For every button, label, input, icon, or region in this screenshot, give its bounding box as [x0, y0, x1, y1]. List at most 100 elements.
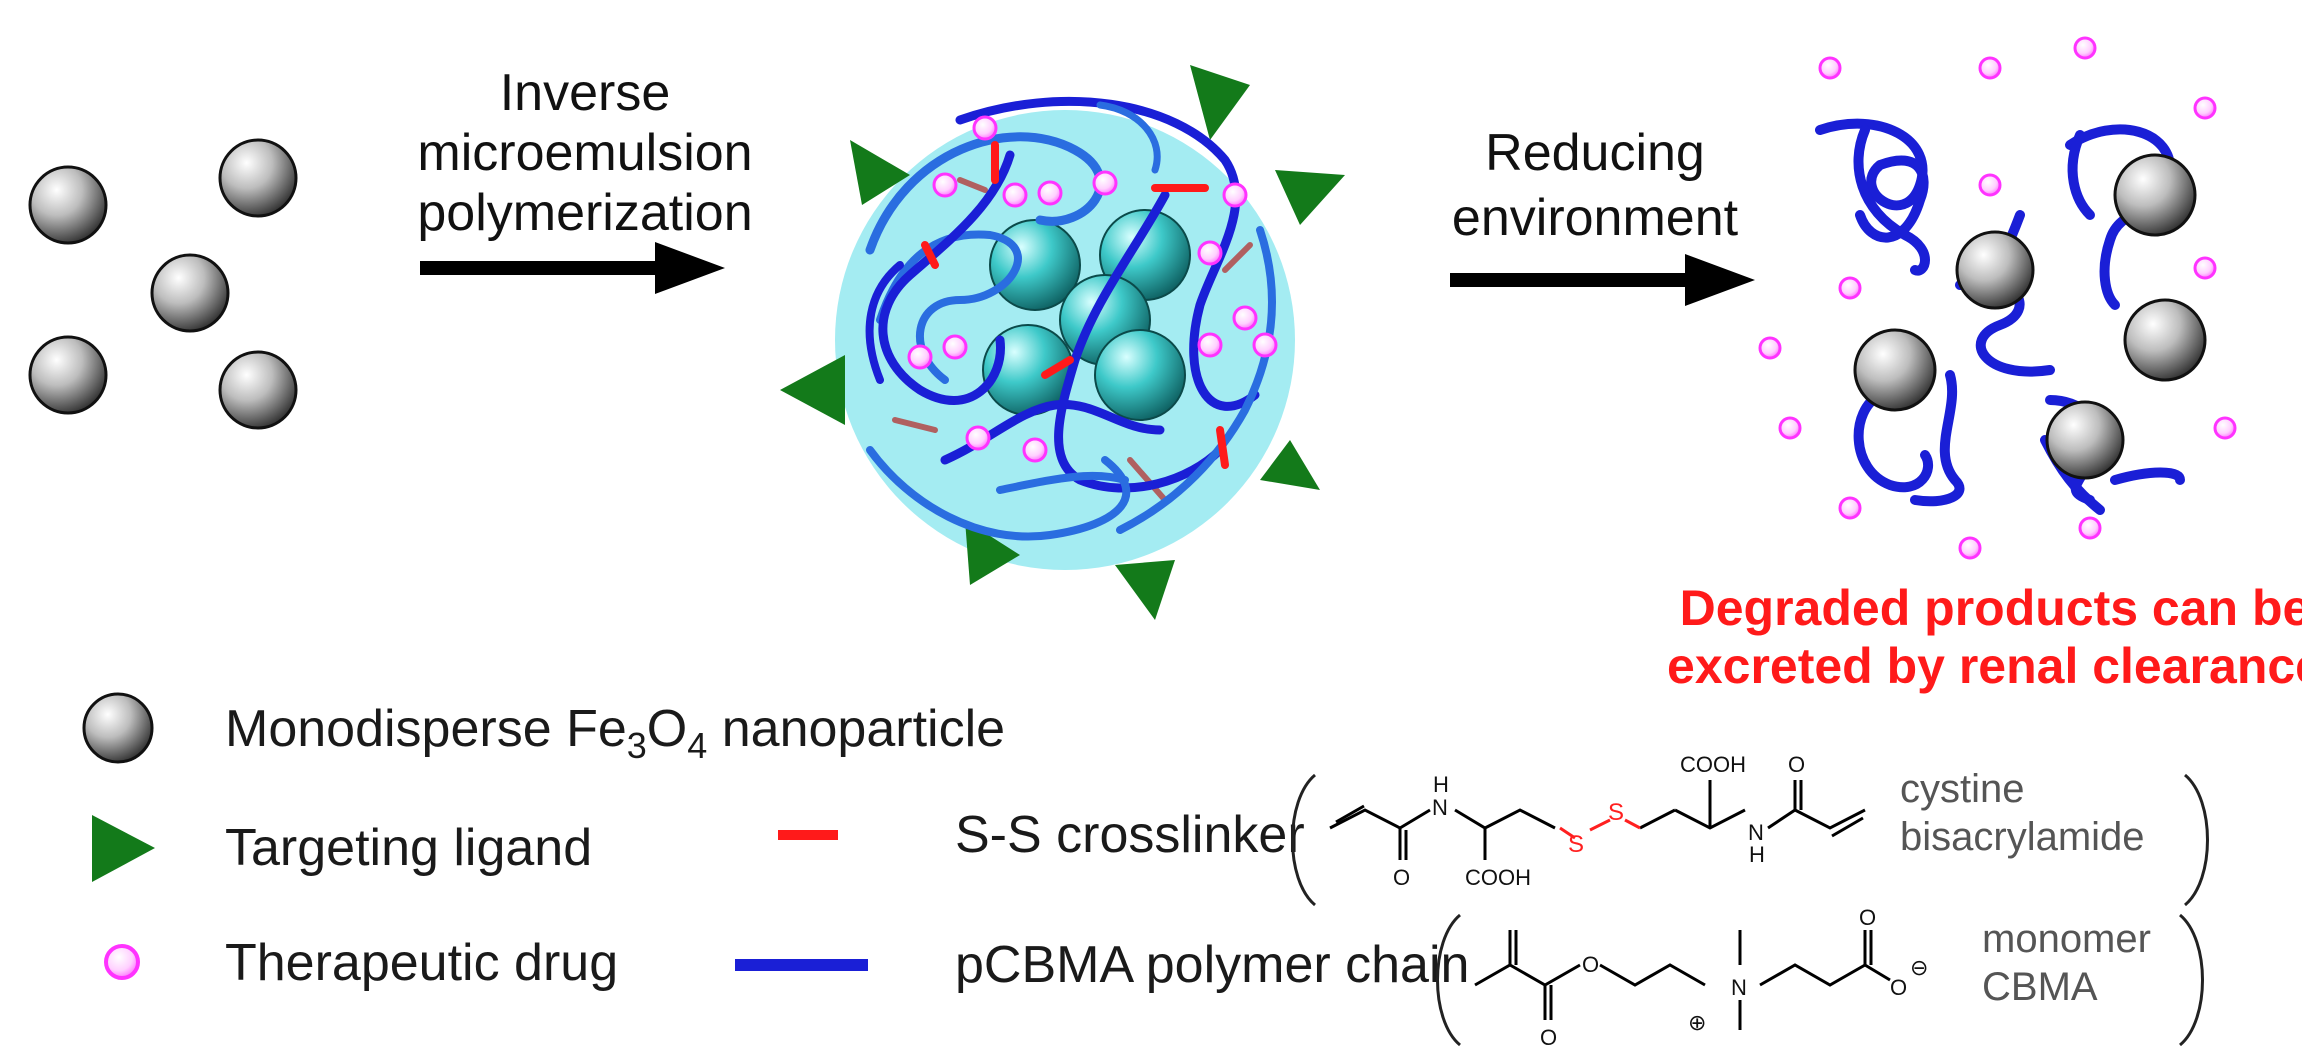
step2-line2: environment: [1452, 189, 1739, 247]
drug-icon: [1197, 240, 1223, 266]
drug-icon: [942, 334, 968, 360]
cystine-name-line2: bisacrylamide: [1900, 815, 2145, 859]
nanoparticle-icon: [1955, 230, 2035, 310]
right-parenthesis: [2179, 913, 2204, 1047]
legend-drug: Therapeutic drug: [225, 934, 618, 992]
encapsulated-drugs: [907, 115, 1278, 463]
process-step-1: Inverse microemulsion polymerization: [417, 64, 753, 294]
drug-icon: [1838, 276, 1862, 300]
cbma-o-carbonyl-right: O: [1859, 905, 1876, 930]
cbma-name-line2: CBMA: [1982, 965, 2098, 1009]
drug-icon: [1838, 496, 1862, 520]
drug-icon: [1037, 180, 1063, 206]
nanoparticle-icon: [218, 138, 298, 218]
cbma-o-minus: O: [1890, 975, 1907, 1000]
nanoparticle-icon: [2123, 298, 2207, 382]
drug-icon: [932, 172, 958, 198]
cystine-o-left: O: [1393, 865, 1410, 890]
cbma-o-ester: O: [1582, 952, 1599, 977]
nanoparticle-icon: [150, 253, 230, 333]
legend-nanoparticle: Monodisperse Fe3O4 nanoparticle: [225, 700, 1005, 766]
nanoparticle-icon: [2113, 153, 2197, 237]
drug-icon: [907, 344, 933, 370]
cystine-h-top: H: [1433, 772, 1449, 797]
ligand-icon: [1260, 440, 1320, 490]
ligand-icon: [92, 815, 155, 882]
arrow-1-head: [655, 242, 725, 294]
drug-icon: [1197, 332, 1223, 358]
cbma-o-carbonyl-left: O: [1540, 1025, 1557, 1050]
nanoparticle-icon: [218, 350, 298, 430]
cystine-bisacrylamide-structure: O N H COOH S S COOH O N H cystine bisacr…: [1291, 752, 2209, 907]
drug-icon: [1222, 182, 1248, 208]
left-parenthesis: [1436, 913, 1461, 1047]
drug-icon: [1758, 336, 1782, 360]
drug-icon: [1232, 305, 1258, 331]
step1-line2: microemulsion: [417, 124, 752, 182]
drug-icon: [1002, 182, 1028, 208]
step2-line1: Reducing: [1485, 124, 1705, 182]
ligands: [780, 65, 1345, 620]
drug-icon: [1778, 416, 1802, 440]
legend: Monodisperse Fe3O4 nanoparticle Targetin…: [82, 692, 1469, 994]
outcome-line2: excreted by renal clearance: [1667, 638, 2302, 694]
step1-line1: Inverse: [500, 64, 671, 122]
drug-icon: [2073, 36, 2097, 60]
cbma-structure: O O N ⊕ O O ⊖ monomer CBMA: [1436, 905, 2204, 1050]
ligand-icon: [1115, 560, 1175, 620]
step1-line3: polymerization: [417, 184, 752, 242]
ligand-icon: [965, 520, 1020, 585]
free-nanoparticles: [28, 138, 298, 430]
legend-ligand: Targeting ligand: [225, 819, 592, 877]
drug-icon: [1978, 56, 2002, 80]
drug-icon: [1958, 536, 1982, 560]
ligand-icon: [850, 140, 910, 205]
cystine-o-right: O: [1788, 752, 1805, 777]
drug-icon: [2193, 96, 2217, 120]
ligand-icon: [780, 355, 845, 425]
cystine-n-bottom: N: [1748, 820, 1764, 845]
cystine-ss-bonds: [1559, 818, 1641, 840]
legend-crosslinker: S-S crosslinker: [955, 806, 1305, 864]
nanoparticle-icon: [28, 165, 108, 245]
degraded-products: Degraded products can be excreted by ren…: [1667, 36, 2302, 694]
cystine-n-top: N: [1432, 795, 1448, 820]
cystine-cooh-bottom: COOH: [1465, 865, 1531, 890]
nanoparticle-icon: [1853, 328, 1937, 412]
drug-icon: [1978, 173, 2002, 197]
drug-icon: [2078, 516, 2102, 540]
drug-icon: [2213, 416, 2237, 440]
drug-icon: [104, 944, 140, 980]
cbma-plus-sign: ⊕: [1688, 1010, 1706, 1035]
drug-icon: [1022, 437, 1048, 463]
disulfide-crosslinks: [921, 141, 1229, 469]
ligand-icon: [1190, 65, 1250, 140]
cystine-name-line1: cystine: [1900, 767, 2025, 811]
cbma-minus-sign: ⊖: [1910, 955, 1928, 980]
outcome-line1: Degraded products can be: [1680, 580, 2302, 636]
drug-icon: [1252, 332, 1278, 358]
cbma-name-line1: monomer: [1982, 917, 2151, 961]
core-particle: [1094, 329, 1186, 421]
drug-icon: [972, 115, 998, 141]
ligand-icon: [1275, 170, 1345, 225]
drug-icon: [1818, 56, 1842, 80]
left-parenthesis: [1291, 773, 1316, 907]
released-drugs: [1758, 36, 2237, 560]
nanogel: [780, 65, 1345, 620]
arrow-2-head: [1685, 254, 1755, 306]
inner-crosslinks: [892, 177, 1253, 503]
nanoparticle-icon: [28, 335, 108, 415]
cystine-bonds: [1329, 780, 1866, 860]
nanoparticle-icon: [2045, 400, 2125, 480]
cbma-bonds: [1474, 930, 1891, 1030]
cystine-cooh-top: COOH: [1680, 752, 1746, 777]
cystine-s1: S: [1568, 831, 1584, 858]
drug-icon: [965, 425, 991, 451]
cystine-h-bottom: H: [1749, 842, 1765, 867]
nanoparticle-icon: [82, 692, 154, 764]
legend-polymer: pCBMA polymer chain: [955, 936, 1469, 994]
cystine-s2: S: [1608, 799, 1624, 826]
